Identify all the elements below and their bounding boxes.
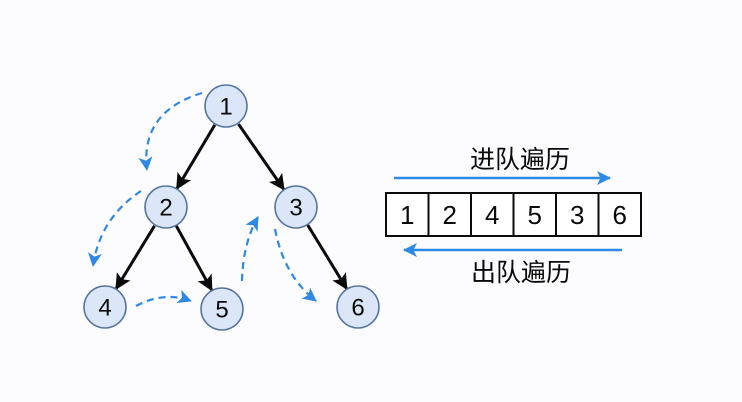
tree-node-3-label: 3 <box>289 195 302 222</box>
queue-cell-5-value: 6 <box>612 200 626 230</box>
queue-panel: 进队遍历 1 2 4 5 3 6 出队遍历 <box>385 146 642 287</box>
tree-edge-1-3 <box>237 123 286 191</box>
tree-node-6-label: 6 <box>351 295 364 322</box>
queue-cell-1 <box>427 192 472 237</box>
tree-node-6-circle <box>336 285 380 329</box>
traversal-arrow-2-to-4 <box>87 190 142 267</box>
tree-node-4-label: 4 <box>98 295 111 322</box>
tree-node-2: 2 <box>144 185 188 229</box>
tree-node-3: 3 <box>274 185 318 229</box>
tree-node-6: 6 <box>336 285 380 329</box>
traversal-arrow-5-to-3 <box>240 216 259 282</box>
queue-cell-0-value: 1 <box>400 200 414 230</box>
enqueue-label: 进队遍历 <box>470 146 570 174</box>
tree-node-3-circle <box>274 185 318 229</box>
traversal-arrows <box>87 91 317 307</box>
tree-edges <box>114 123 349 292</box>
tree-node-1-label: 1 <box>219 94 232 121</box>
tree-edge-2-5 <box>174 224 214 292</box>
traversal-arrow-1-to-2 <box>138 91 203 171</box>
tree-node-2-label: 2 <box>159 195 172 222</box>
tree-edge-2-4 <box>114 225 156 290</box>
queue-cell-5 <box>597 192 642 237</box>
tree-edge-3-6 <box>306 224 349 290</box>
tree-node-4-circle <box>83 285 127 329</box>
tree-node-2-circle <box>144 185 188 229</box>
traversal-arrow-3-to-6 <box>273 228 317 302</box>
queue-array: 1 2 4 5 3 6 <box>385 192 642 237</box>
tree-nodes: 1 2 3 4 5 6 <box>83 84 380 331</box>
traversal-arrow-4-to-5 <box>135 289 192 307</box>
tree-node-5-circle <box>200 287 244 331</box>
tree-node-5: 5 <box>200 287 244 331</box>
tree-node-5-label: 5 <box>215 297 228 324</box>
queue-cell-2-value: 4 <box>485 200 499 230</box>
tree-node-4: 4 <box>83 285 127 329</box>
queue-cell-4-value: 3 <box>570 200 584 230</box>
tree-node-1-circle <box>204 84 248 128</box>
queue-cell-3-value: 5 <box>527 200 541 230</box>
dequeue-label: 出队遍历 <box>471 259 571 287</box>
queue-cell-1-value: 2 <box>442 200 456 230</box>
tree-node-1: 1 <box>204 84 248 128</box>
tree-edge-1-2 <box>175 124 217 190</box>
